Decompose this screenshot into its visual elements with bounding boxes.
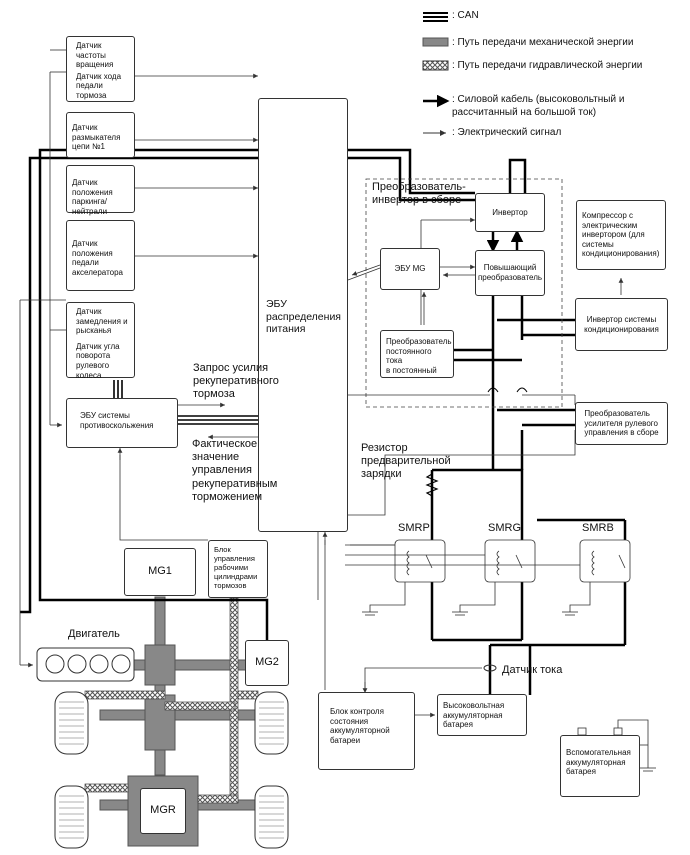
eps-converter-label: Преобразователь усилителя рулевого управ… bbox=[584, 409, 659, 438]
mg2-box: MG2 bbox=[245, 640, 289, 686]
inverter-assembly-title: Преобразователь- инвертор в сборе bbox=[372, 181, 466, 207]
power-dist-ecu-box: ЭБУ распределения питания bbox=[258, 98, 348, 532]
mg1-box: MG1 bbox=[124, 548, 196, 596]
signal-lines bbox=[19, 49, 624, 718]
compressor-box: Компрессор с электрическим инвертором (д… bbox=[576, 200, 666, 270]
legend-can-label: : CAN bbox=[452, 10, 479, 21]
sensor-park-box: Датчик положения паркинга/нейтрали bbox=[66, 165, 135, 216]
dcdc-converter-box: Преобразователь постоянного тока в посто… bbox=[380, 330, 454, 378]
legend-graphics bbox=[422, 12, 450, 136]
power-cables bbox=[20, 148, 627, 695]
smrp-label: SMRP bbox=[398, 522, 430, 534]
brake-actuator-label: Блок управления рабочими цилиндрами торм… bbox=[214, 545, 258, 590]
power-dist-ecu-label: ЭБУ распределения питания bbox=[266, 298, 341, 336]
wheels bbox=[54, 691, 289, 849]
sensor-decel-steer-box: Датчик замедления и рысканья Датчик угла… bbox=[66, 302, 135, 380]
inverter-label: Инвертор bbox=[492, 207, 528, 217]
sensor-accel-box: Датчик положения педали акселератора bbox=[66, 220, 135, 291]
aux-battery-label: Вспомогательная аккумуляторная батарея bbox=[566, 748, 631, 777]
current-sensor-label: Датчик тока bbox=[502, 664, 563, 676]
sensor-breaker-box: Датчик размыкателя цепи №1 bbox=[66, 112, 135, 158]
abs-ecu-label: ЭБУ системы противоскольжения bbox=[80, 411, 154, 430]
mgr-label: MGR bbox=[150, 804, 176, 817]
abs-ecu-box: ЭБУ системы противоскольжения bbox=[66, 398, 178, 448]
engine-block bbox=[36, 647, 135, 682]
inverter-box: Инвертор bbox=[475, 193, 545, 232]
sensor-brake-stroke-label: Датчик хода педали тормоза bbox=[76, 71, 122, 100]
smrg-label: SMRG bbox=[488, 522, 521, 534]
hydraulic-path bbox=[84, 597, 259, 804]
smr-relays bbox=[394, 539, 631, 583]
ac-inverter-box: Инвертор системы кондиционирования bbox=[575, 298, 668, 351]
hv-battery-label: Высоковольтная аккумуляторная батарея bbox=[443, 701, 505, 730]
battery-monitor-box: Блок контроля состояния аккумуляторной б… bbox=[318, 692, 415, 770]
mechanical-path bbox=[99, 596, 256, 847]
ac-inverter-label: Инвертор системы кондиционирования bbox=[584, 314, 659, 334]
engine-label: Двигатель bbox=[68, 628, 120, 640]
can-bus bbox=[113, 380, 258, 425]
precharge-resistor bbox=[425, 470, 439, 500]
sensor-breaker-label: Датчик размыкателя цепи №1 bbox=[72, 123, 121, 152]
mg-ecu-label: ЭБУ MG bbox=[394, 264, 426, 274]
aux-battery-box: Вспомогательная аккумуляторная батарея bbox=[560, 735, 640, 797]
mgr-box: MGR bbox=[140, 788, 186, 834]
sensor-group-box: Датчик частоты вращения Датчик хода педа… bbox=[66, 36, 135, 102]
boost-converter-label: Повышающий преобразователь bbox=[477, 263, 543, 282]
sensor-steer-label: Датчик угла поворота рулевого колеса bbox=[76, 341, 120, 380]
legend-hyd-label: : Путь передачи гидравлической энергии bbox=[452, 60, 643, 71]
mg2-label: MG2 bbox=[255, 656, 279, 669]
sensor-accel-label: Датчик положения педали акселератора bbox=[72, 239, 123, 277]
smrb-label: SMRB bbox=[582, 522, 614, 534]
legend-mech-label: : Путь передачи механической энергии bbox=[452, 37, 634, 48]
compressor-label: Компрессор с электрическим инвертором (д… bbox=[582, 211, 660, 259]
legend-signal-label: : Электрический сигнал bbox=[452, 127, 562, 138]
sensor-park-label: Датчик положения паркинга/нейтрали bbox=[72, 178, 113, 216]
sensor-speed-label: Датчик частоты вращения bbox=[76, 41, 114, 70]
eps-converter-box: Преобразователь усилителя рулевого управ… bbox=[575, 402, 668, 445]
mg-ecu-box: ЭБУ MG bbox=[380, 248, 440, 290]
legend-power-label: : Силовой кабель (высоковольтный и рассч… bbox=[452, 94, 625, 118]
current-sensor-ring bbox=[483, 664, 497, 672]
boost-converter-box: Повышающий преобразователь bbox=[475, 250, 545, 296]
sensor-decel-label: Датчик замедления и рысканья bbox=[76, 307, 128, 336]
dcdc-converter-label: Преобразователь постоянного тока в посто… bbox=[386, 337, 452, 375]
precharge-label: Резистор предварительной зарядки bbox=[361, 442, 451, 481]
hv-battery-box: Высоковольтная аккумуляторная батарея bbox=[437, 694, 527, 736]
regen-actual-label: Фактическое значение управления рекупера… bbox=[192, 438, 278, 503]
battery-monitor-label: Блок контроля состояния аккумуляторной б… bbox=[330, 707, 390, 745]
inverter-assembly-boundary bbox=[365, 178, 563, 408]
regen-request-label: Запрос усилия рекуперативного тормоза bbox=[193, 362, 279, 401]
brake-actuator-box: Блок управления рабочими цилиндрами торм… bbox=[208, 540, 268, 598]
mg1-label: MG1 bbox=[148, 565, 172, 578]
